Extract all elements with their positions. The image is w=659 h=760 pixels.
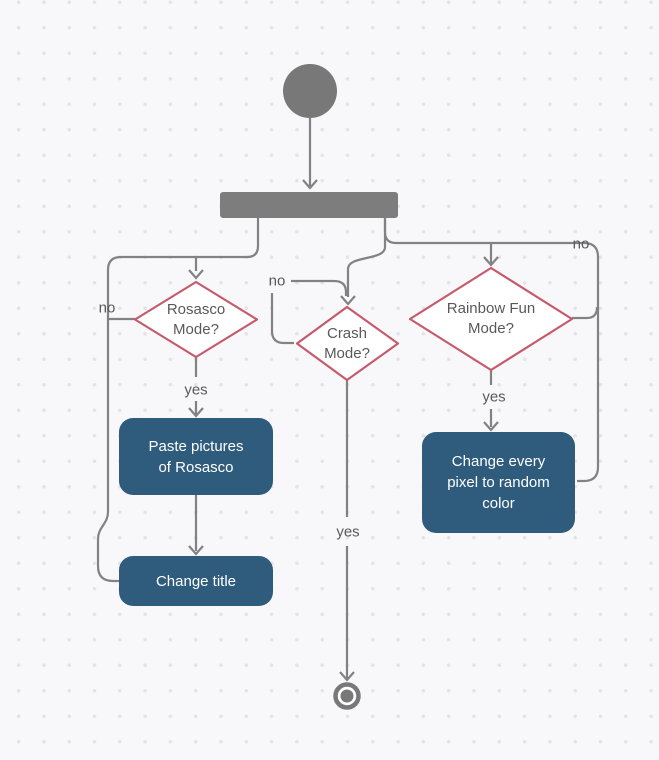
edge-crash-no-left — [270, 293, 294, 345]
edge-rosasco-yes — [188, 357, 204, 418]
edge-fork-to-rosasco — [188, 257, 204, 280]
edge-start-to-fork — [302, 118, 318, 190]
edge-fork-right-no-rail — [383, 218, 600, 483]
action-change-title[interactable]: Change title — [119, 556, 273, 606]
edge-crash-yes — [339, 380, 355, 682]
decision-rosasco-mode[interactable] — [133, 280, 259, 359]
edge-rainbow-yes — [483, 370, 499, 432]
edge-fork-to-crash — [340, 218, 387, 306]
edge-fork-to-rainbow — [483, 243, 499, 267]
edge-label-rainbow-yes: yes — [482, 388, 506, 406]
action-random-color[interactable]: Change every pixel to random color — [422, 432, 575, 533]
edge-label-crash-yes: yes — [336, 523, 360, 541]
edge-rainbow-no-stub — [572, 306, 599, 320]
edge-label-rainbow-no: no — [572, 235, 590, 253]
edge-label-crash-no: no — [268, 272, 286, 290]
edge-paste-to-title — [188, 495, 204, 556]
action-paste-pictures[interactable]: Paste pictures of Rosasco — [119, 418, 273, 495]
edge-fork-left-no-rail — [96, 218, 260, 583]
fork-bar[interactable] — [220, 192, 398, 218]
edge-label-rosasco-yes: yes — [184, 381, 208, 399]
decision-crash-label: Crash Mode? — [324, 325, 370, 362]
edge-crash-no-right — [291, 279, 348, 296]
decision-rainbow-fun-mode[interactable] — [408, 266, 574, 372]
decision-rosasco-label: Rosasco Mode? — [166, 301, 226, 338]
edge-label-rosasco-no: no — [98, 299, 116, 317]
decision-rainbow-label: Rainbow Fun Mode? — [446, 300, 536, 337]
end-node[interactable] — [333, 682, 361, 710]
decision-crash-mode[interactable] — [295, 305, 400, 382]
start-node[interactable] — [283, 64, 337, 118]
